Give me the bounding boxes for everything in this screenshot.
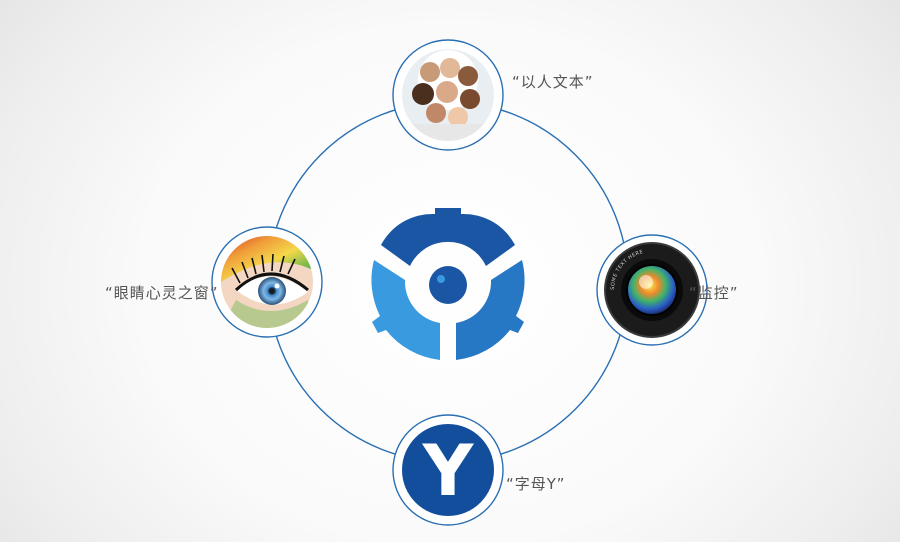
eye-closeup-photo [221, 236, 313, 328]
people-group-photo [402, 49, 494, 141]
node-eye [211, 226, 323, 338]
caption-letter-y: “字母Y” [506, 475, 566, 493]
node-people [392, 39, 504, 151]
caption-people: “以人文本” [512, 73, 594, 91]
caption-eye: “眼睛心灵之窗” [105, 284, 219, 302]
node-letter-y: Y [392, 414, 504, 526]
letter-y-icon [402, 424, 494, 516]
eye-gear-logo-icon [371, 208, 525, 360]
node-camera: SOME TEXT HERE [596, 234, 708, 346]
caption-camera: “监控” [689, 284, 739, 302]
letter-y-text: Y [422, 430, 475, 512]
camera-lens-photo: SOME TEXT HERE [604, 242, 700, 338]
